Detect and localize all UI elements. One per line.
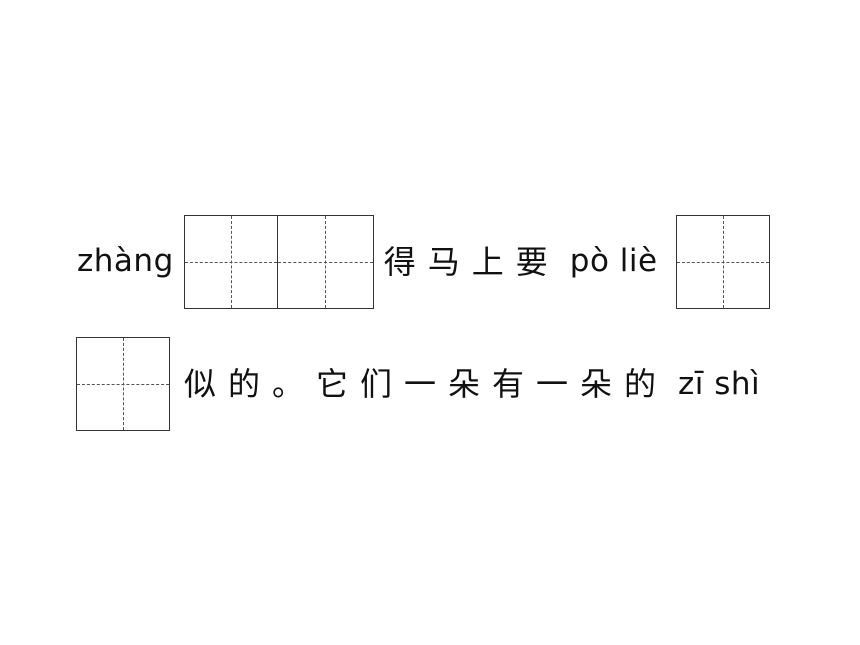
- hanzi-text: 得马上要: [383, 242, 560, 281]
- tianzige-answer-box[interactable]: [76, 337, 170, 431]
- pinyin-polie: pò liè: [569, 243, 658, 279]
- tianzige-answer-box[interactable]: [675, 214, 770, 309]
- tianzige-answer-box[interactable]: [277, 214, 374, 309]
- pinyin-zhang: zhàng: [77, 243, 174, 279]
- answer-box-group-zhangda: [183, 214, 374, 309]
- sentence-line-2: 似的。它们一朵有一朵的 zī shì: [76, 336, 760, 432]
- sentence-line-1: zhàng 得马上要 pò liè: [77, 213, 770, 310]
- tianzige-answer-box[interactable]: [183, 214, 278, 309]
- hanzi-text: 似的。它们一朵有一朵的: [184, 365, 669, 403]
- pinyin-zishi: zī shì: [678, 365, 761, 402]
